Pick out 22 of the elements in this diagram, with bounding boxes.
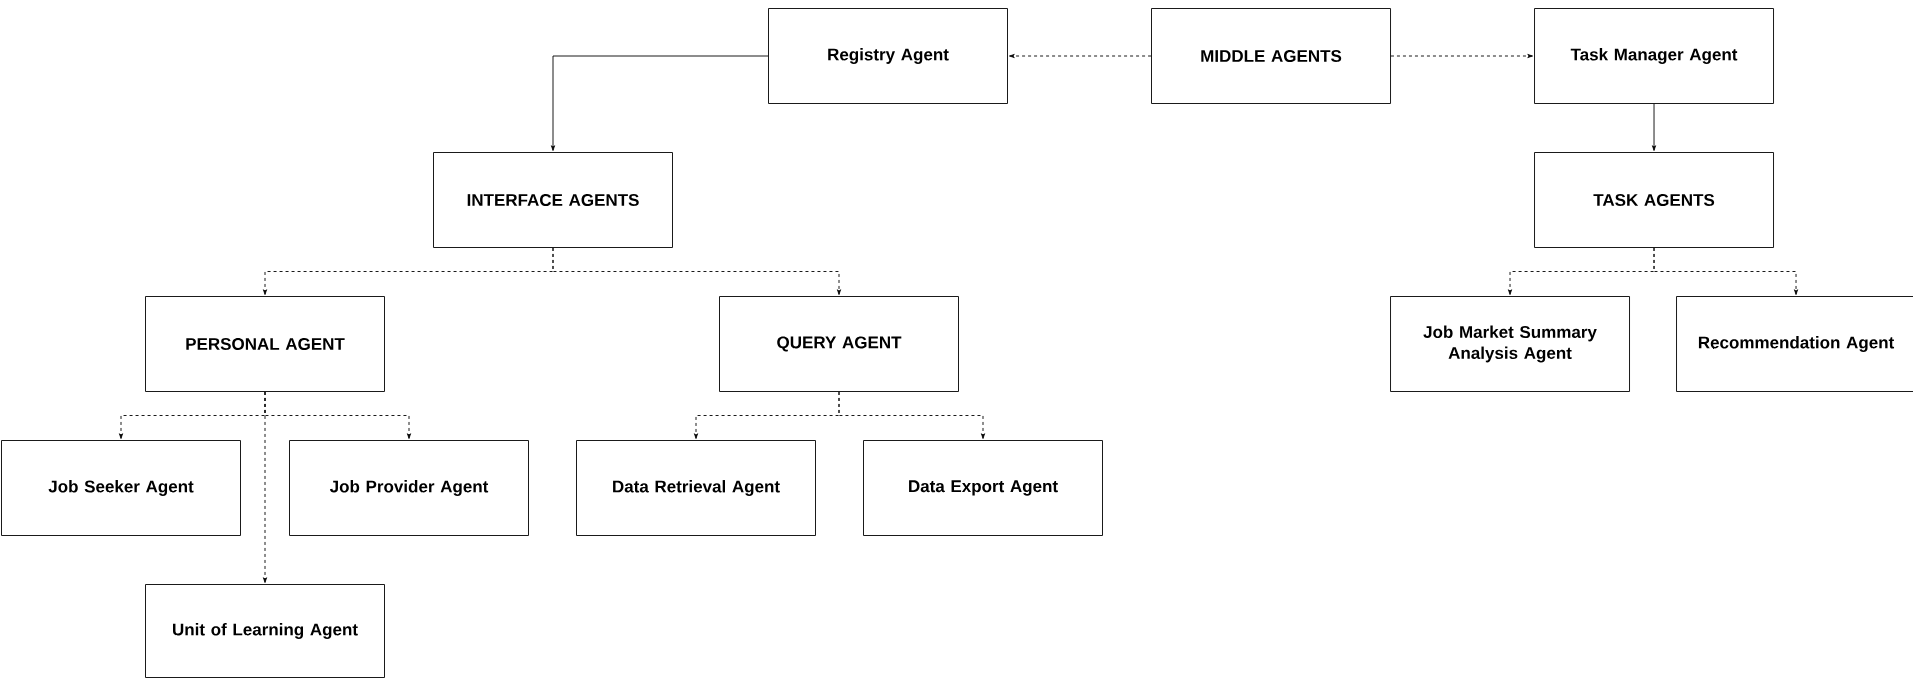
agent-box: PERSONAL AGENT bbox=[145, 296, 385, 392]
agent-box: Registry Agent bbox=[768, 8, 1008, 104]
agent-box: QUERY AGENT bbox=[719, 296, 959, 392]
arrow bbox=[1009, 54, 1152, 58]
arrow bbox=[1390, 54, 1533, 58]
agent-box: Data Retrieval Agent bbox=[576, 440, 816, 536]
arrow bbox=[838, 391, 985, 439]
agent-box: MIDDLE AGENTS bbox=[1151, 8, 1391, 104]
agent-box: TASK AGENTS bbox=[1534, 152, 1774, 248]
agent-box: Job Market Summary Analysis Agent bbox=[1390, 296, 1630, 392]
agent-box: Job Seeker Agent bbox=[1, 440, 241, 536]
agent-box: Task Manager Agent bbox=[1534, 8, 1774, 104]
arrow bbox=[1652, 103, 1656, 151]
agent-box: Data Export Agent bbox=[863, 440, 1103, 536]
arrow bbox=[551, 55, 769, 151]
arrow bbox=[1653, 247, 1798, 295]
arrow bbox=[552, 247, 841, 295]
agent-box: Recommendation Agent bbox=[1676, 296, 1913, 392]
agent-box: INTERFACE AGENTS bbox=[433, 152, 673, 248]
agent-box: Unit of Learning Agent bbox=[145, 584, 385, 678]
arrow bbox=[263, 391, 267, 583]
agent-box: Job Provider Agent bbox=[289, 440, 529, 536]
